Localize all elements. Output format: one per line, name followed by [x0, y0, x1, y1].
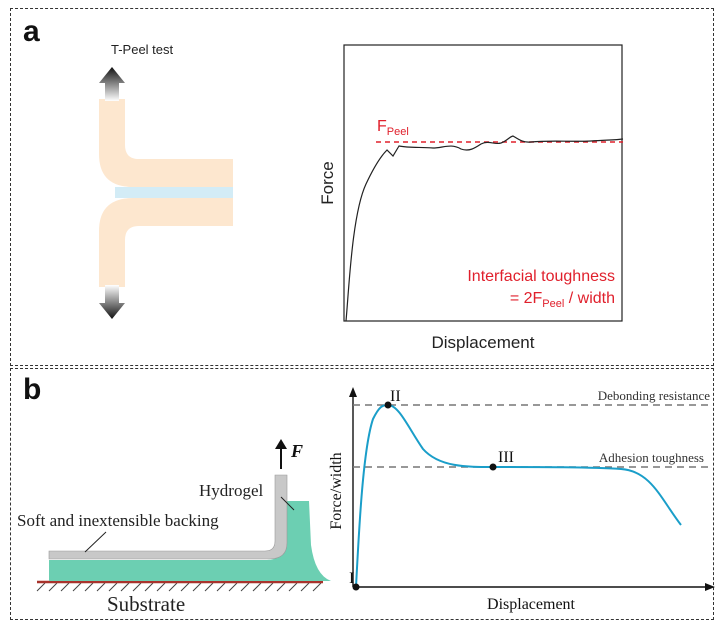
chart-a-ylabel: Force [318, 161, 337, 204]
point-II-marker [384, 401, 392, 409]
chart-b-ylabel: Force/width [328, 452, 345, 529]
t-peel-specimen [99, 67, 233, 319]
point-III-label: III [498, 449, 514, 466]
substrate-hatching [36, 582, 322, 592]
panel-b-letter: b [23, 373, 42, 406]
adhesion-label: Adhesion toughness [599, 450, 704, 465]
hydrogel-leader [280, 496, 295, 511]
panel-a-figure: T-Peel test [99, 42, 624, 352]
x-axis-arrow-icon [705, 583, 715, 591]
backing-label: Soft and inextensible backing [17, 511, 219, 530]
chart-b: I II III Debonding resistance Adhesion t… [328, 387, 715, 613]
backing-leader [84, 531, 107, 553]
upper-tape-arm [99, 99, 233, 187]
panel-a: a T-Peel test [10, 8, 714, 366]
peel-schematic: F Hydrogel Soft and inextensible backing… [17, 439, 331, 616]
point-I-label: I [349, 570, 354, 587]
point-III-marker [489, 463, 497, 471]
chart-a: FPeel Interfacial toughness = 2FPeel / w… [318, 44, 624, 352]
panel-a-letter: a [23, 15, 40, 48]
point-II-label: II [390, 388, 401, 405]
point-I-marker [352, 583, 360, 591]
chart-a-xlabel: Displacement [432, 333, 535, 352]
backing-layer [48, 474, 288, 560]
debonding-label: Debonding resistance [598, 388, 711, 403]
chart-a-frame [343, 44, 623, 322]
peel-force-label: FPeel [377, 118, 409, 138]
panel-b: b [10, 368, 715, 620]
adhesive-layer [115, 187, 233, 198]
pull-up-arrow-icon [99, 67, 125, 101]
panel-b-figure: F Hydrogel Soft and inextensible backing… [17, 387, 715, 616]
pull-down-arrow-icon [99, 285, 125, 319]
lower-tape-arm [99, 198, 233, 287]
force-curve-b [355, 403, 682, 588]
toughness-line1: Interfacial toughness [467, 268, 615, 285]
hydrogel-layer [49, 501, 331, 581]
force-arrow-icon [275, 439, 287, 449]
toughness-line2: = 2FPeel / width [510, 290, 615, 310]
force-curve-a [345, 135, 624, 322]
substrate-label: Substrate [107, 592, 185, 616]
hydrogel-label: Hydrogel [199, 481, 263, 500]
force-label: F [290, 441, 303, 461]
chart-b-xlabel: Displacement [487, 596, 576, 613]
t-peel-title: T-Peel test [111, 42, 174, 57]
y-axis-arrow-icon [349, 387, 357, 397]
